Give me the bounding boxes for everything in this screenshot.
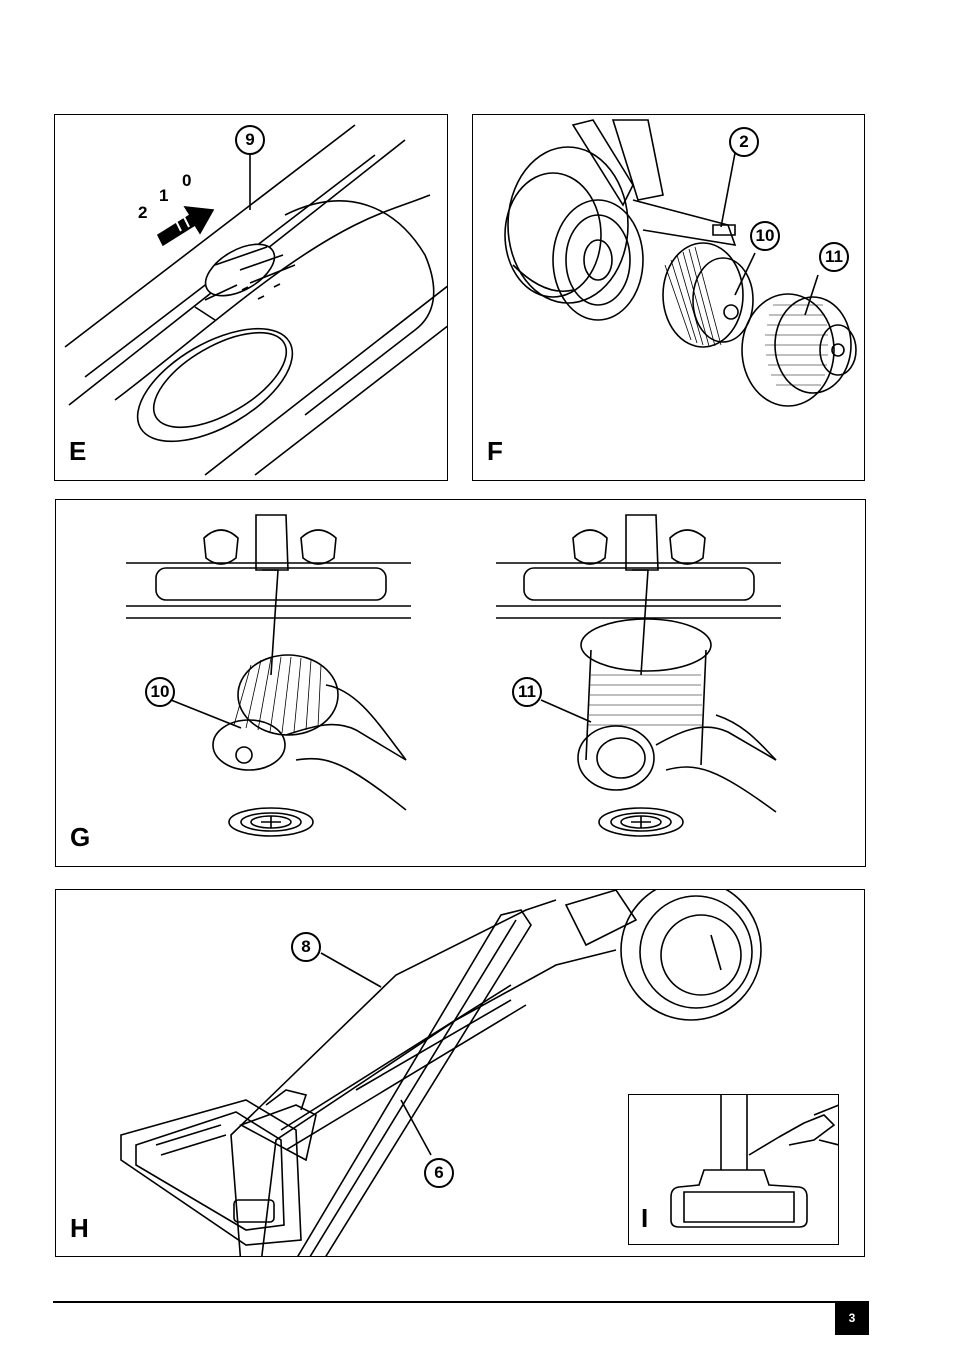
figure-panel-f: 2 10 11 F <box>472 114 865 481</box>
panel-label-h: H <box>70 1215 89 1241</box>
figure-panel-h: 8 6 H I <box>55 889 865 1257</box>
screwdriver-illustration <box>629 1095 839 1245</box>
speed-label-1: 1 <box>159 186 168 206</box>
figure-panel-e: 9 2 1 0 E <box>54 114 448 481</box>
callout-11: 11 <box>512 677 542 707</box>
page-number: 3 <box>835 1301 869 1335</box>
callout-10: 10 <box>750 221 780 251</box>
speed-label-2: 2 <box>138 203 147 223</box>
callout-9: 9 <box>235 125 265 155</box>
panel-label-i: I <box>641 1205 648 1231</box>
footer-rule <box>53 1301 868 1303</box>
power-switch-illustration <box>55 115 448 481</box>
callout-6: 6 <box>424 1158 454 1188</box>
callout-8: 8 <box>291 932 321 962</box>
panel-label-e: E <box>69 438 86 464</box>
callout-11: 11 <box>819 242 849 272</box>
figure-panel-i: I <box>628 1094 839 1245</box>
callout-10: 10 <box>145 677 175 707</box>
callout-2: 2 <box>729 127 759 157</box>
panel-label-g: G <box>70 824 90 850</box>
figure-panel-g: 10 11 G <box>55 499 866 867</box>
filter-removal-illustration <box>473 115 865 481</box>
panel-label-f: F <box>487 438 503 464</box>
filter-washing-illustration <box>56 500 866 867</box>
speed-label-0: 0 <box>182 171 191 191</box>
